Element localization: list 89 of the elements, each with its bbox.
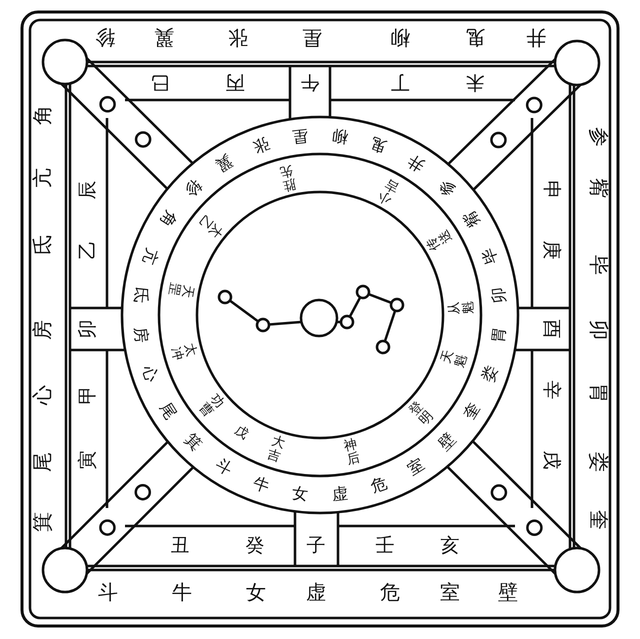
mansion-label: 奎 [589,510,609,530]
mansion-label: 翼 [154,28,174,48]
ring-label: 登明 [407,399,437,428]
mansion-label: 星 [302,28,322,48]
branch-label: 卯 [78,320,98,338]
ring-label: 胜先 [278,161,298,192]
ring-label: 室 [404,456,427,478]
ring-label: 传送 [424,226,456,253]
branch-label: 辛 [542,380,560,400]
branch-label: 丑 [170,536,190,556]
mansion-label: 觜 [589,178,609,198]
mansion-label: 虚 [306,582,326,602]
mansion-label: 尾 [32,452,52,472]
ring-label: 张 [250,134,271,156]
ring-label: 牛 [250,474,271,496]
ring-label: 井 [404,152,427,174]
ring-label: 天罡 [165,281,196,300]
ring-label: 太冲 [168,342,198,362]
ring-label: 氐 [132,286,150,304]
mansion-label: 井 [526,28,546,48]
branch-label: 未 [466,72,484,92]
ring-label: 房 [132,326,150,344]
ring-label: 尾 [156,400,179,422]
branch-label: 寅 [78,450,98,470]
ring-label: 女 [291,485,309,503]
ring-label: 毕 [480,245,500,266]
ring-label: 参 [436,176,459,200]
ring-label: 星 [290,127,309,145]
ring-label: 功曹 [196,392,226,420]
ring-label: 虚 [331,485,349,503]
ring-label: 觜 [461,208,484,230]
branch-label: 子 [306,536,326,556]
ring-label: 太乙 [194,212,225,240]
ring-label: 卯 [490,286,508,304]
ring-label: 柳 [331,127,349,145]
branch-label: 亥 [440,536,460,556]
branch-label: 巳 [150,72,170,92]
mansion-label: 斗 [98,582,118,602]
ring-label: 壁 [436,430,459,454]
mansion-label: 心 [32,385,52,405]
mansion-label: 鬼 [466,28,486,48]
mansion-label: 胃 [589,383,609,403]
mansion-label: 卯 [589,320,609,340]
ring-label: 小吉 [376,175,402,206]
ring-label: 亢 [140,245,160,266]
mansion-label: 亢 [32,168,52,188]
mansion-label: 壁 [498,582,518,602]
branch-label: 辰 [78,180,98,200]
mansion-label: 箕 [32,512,52,532]
mansion-label: 氐 [32,235,52,255]
mansion-label: 牛 [172,582,192,602]
ring-label: 轸 [181,176,204,200]
mansion-label: 房 [32,320,52,340]
branch-label: 酉 [542,320,560,338]
mansion-label: 柳 [390,28,410,48]
mansion-label: 角 [32,105,52,125]
ring-label: 危 [369,474,390,496]
ring-label: 戊 [231,423,250,442]
ring-label: 天魁 [440,348,470,370]
ring-label: 从魁 [447,300,476,316]
ring-label: 箕 [181,430,204,454]
ring-label: 娄 [480,364,500,385]
ring-label: 斗 [213,456,236,478]
branch-label: 癸 [246,536,264,556]
branch-label: 丙 [226,72,244,92]
ring-label: 鬼 [369,134,390,156]
ring-label: 大吉 [265,434,287,466]
branch-label: 丁 [390,72,410,92]
branch-label: 午 [300,72,320,92]
branch-label: 乙 [78,240,98,260]
branch-label: 庚 [542,240,560,260]
ring-label: 翼 [213,152,236,174]
mansion-label: 参 [589,127,609,147]
ring-label: 心 [140,364,160,385]
ring-label: 角 [156,208,179,230]
ring-label: 奎 [461,400,484,422]
mansion-label: 毕 [589,255,609,275]
mansion-label: 轸 [95,28,115,48]
branch-label: 壬 [376,536,394,556]
branch-label: 戌 [542,450,560,470]
branch-label: 甲 [78,386,98,404]
ring-label: 胃 [490,326,508,344]
mansion-label: 娄 [589,452,609,472]
mansion-label: 室 [440,582,460,602]
mansion-label: 危 [380,582,400,602]
mansion-label: 女 [246,582,266,602]
branch-label: 申 [542,180,560,200]
mansion-label: 张 [228,28,248,48]
ring-label: 神后 [342,438,362,469]
